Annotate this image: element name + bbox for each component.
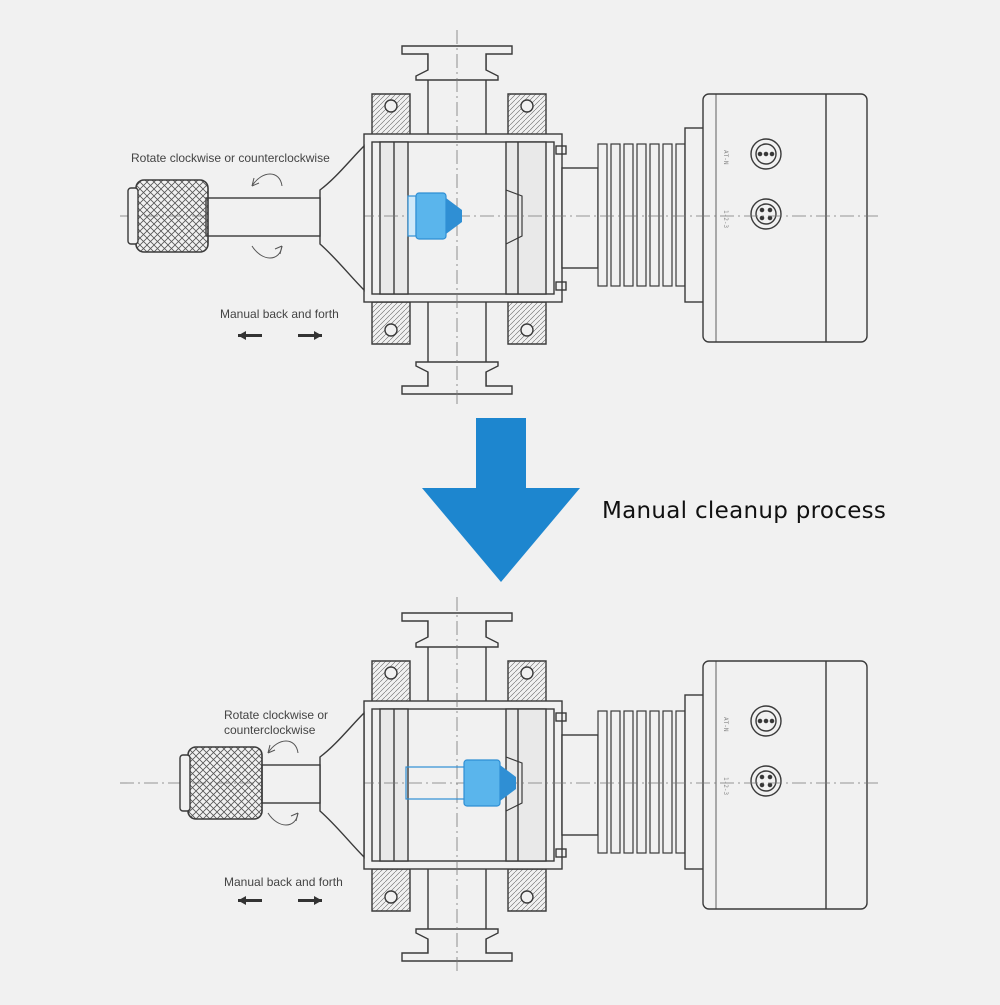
top-cone	[319, 144, 365, 292]
bottom-rotate-label-line2: counterclockwise	[224, 723, 316, 737]
process-arrow-icon	[422, 418, 580, 582]
top-valve-assembly: AT-N 1-2-3	[119, 29, 881, 405]
top-sensor-tip	[407, 192, 462, 240]
top-manual-label: Manual back and forth	[220, 307, 339, 321]
top-rotate-label: Rotate clockwise or counterclockwise	[131, 151, 330, 165]
bottom-back-forth-arrows	[238, 896, 322, 905]
svg-text:1-2-3: 1-2-3	[722, 210, 729, 228]
bottom-valve-assembly: AT-N 1-2-3	[119, 596, 881, 972]
top-shaft	[205, 197, 321, 237]
svg-text:1-2-3: 1-2-3	[722, 777, 729, 795]
svg-text:AT-N: AT-N	[722, 150, 729, 165]
process-caption: Manual cleanup process	[602, 498, 887, 524]
top-knurled-handle[interactable]	[135, 179, 209, 253]
svg-text:AT-N: AT-N	[722, 717, 729, 732]
bottom-manual-label: Manual back and forth	[224, 875, 343, 889]
bottom-rotate-label-line1: Rotate clockwise or	[224, 708, 329, 722]
bottom-shaft	[261, 764, 321, 804]
top-back-forth-arrows	[238, 331, 322, 340]
bottom-sensor-tip	[405, 759, 516, 807]
bottom-knurled-handle[interactable]	[187, 746, 263, 820]
